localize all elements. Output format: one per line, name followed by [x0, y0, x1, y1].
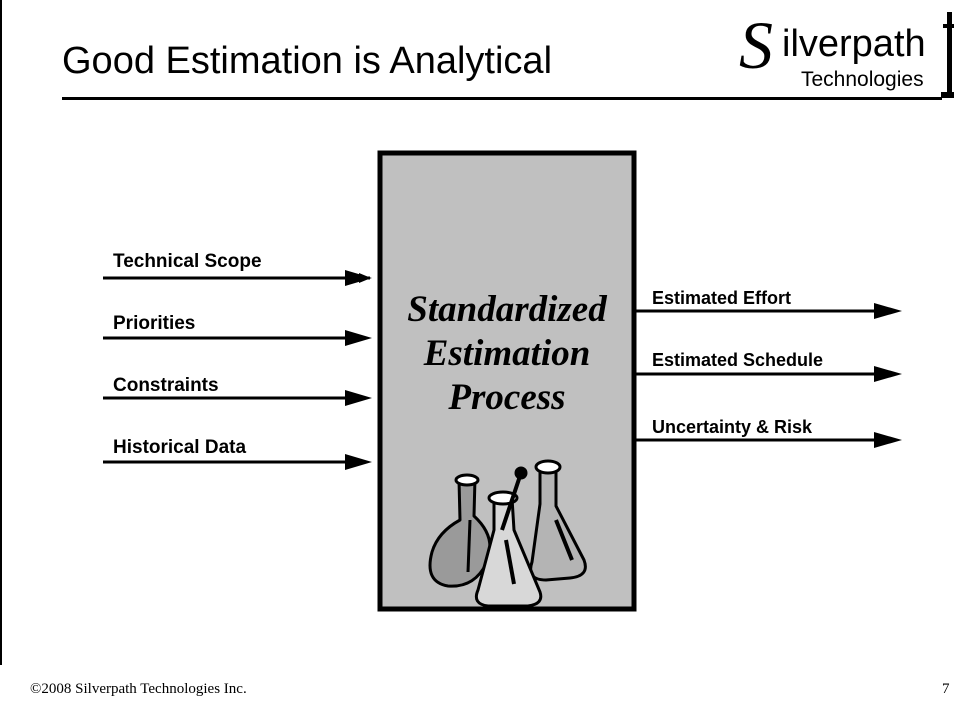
input-label-priorities: Priorities: [113, 313, 196, 334]
title-divider: [62, 97, 942, 100]
output-label-estimated-effort: Estimated Effort: [652, 288, 792, 308]
input-label-constraints: Constraints: [113, 375, 219, 396]
logo-wordmark: ilverpath: [782, 23, 926, 65]
lab-flasks-icon: [428, 459, 587, 608]
process-title: Standardized Estimation Process: [382, 288, 632, 420]
logo-initial: S: [739, 7, 773, 83]
page-number: 7: [942, 681, 950, 697]
logo-sub: Technologies: [801, 68, 924, 91]
process-line-2: Estimation: [423, 333, 591, 374]
input-label-historical-data: Historical Data: [113, 437, 247, 458]
process-line-3: Process: [448, 377, 566, 418]
output-label-estimated-schedule: Estimated Schedule: [652, 350, 824, 370]
copyright-footer: ©2008 Silverpath Technologies Inc.: [30, 681, 247, 697]
silverpath-logo: S ilverpath Technologies: [739, 7, 954, 98]
logo-tower: [947, 12, 952, 92]
output-label-uncertainty-risk: Uncertainty & Risk: [652, 417, 813, 437]
process-line-1: Standardized: [407, 289, 607, 330]
slide-left-border: [0, 0, 2, 665]
input-label-technical-scope: Technical Scope: [113, 251, 262, 272]
slide-title: Good Estimation is Analytical: [62, 40, 553, 82]
